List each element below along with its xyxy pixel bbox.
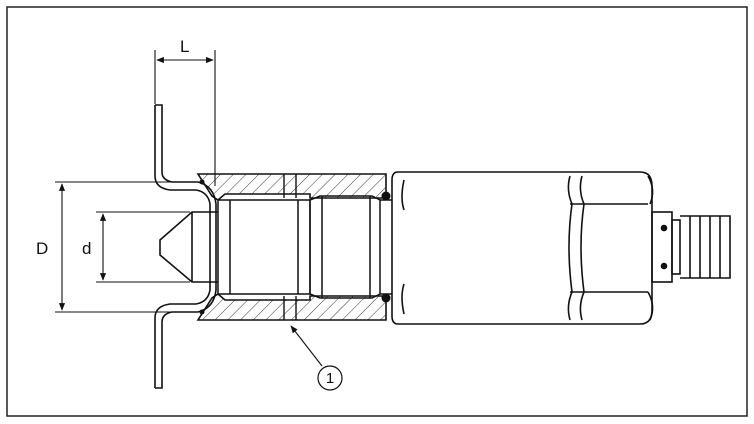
- label-inner-diameter: d: [82, 239, 91, 258]
- drawing-frame: [6, 6, 748, 417]
- sensor-housing: [391, 171, 654, 325]
- callout-1-number: 1: [326, 370, 334, 387]
- label-outer-diameter: D: [36, 239, 48, 258]
- sensor-thread: [217, 195, 392, 299]
- dimension-length: [154, 50, 216, 186]
- callout-1: 1: [290, 325, 343, 391]
- weld-adapter: [196, 173, 391, 321]
- dimension-inner-diameter: [96, 211, 190, 283]
- container-wall: [154, 104, 217, 389]
- label-length: L: [180, 37, 189, 56]
- m12-connector: [651, 211, 731, 283]
- sensor-tip: [159, 211, 218, 283]
- dimension-outer-diameter: [55, 181, 196, 313]
